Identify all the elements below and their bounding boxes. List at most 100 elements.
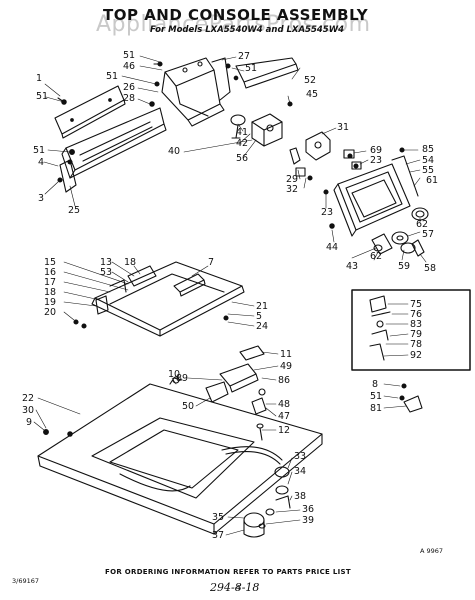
callout-92: 92 [410, 350, 423, 361]
callout-55: 55 [422, 165, 435, 176]
callout-31: 31 [337, 122, 350, 133]
knob-57-part [391, 231, 409, 245]
callout-85: 85 [422, 144, 435, 155]
lid-switch-parts [205, 345, 267, 441]
document-number: 3/69167 [12, 577, 40, 585]
callout-47: 47 [278, 411, 291, 422]
callout-8: 8 [372, 379, 379, 390]
callout-78: 78 [410, 339, 423, 350]
diagram-title: TOP AND CONSOLE ASSEMBLY [103, 6, 369, 24]
handwritten-note: 294-8-18 [210, 581, 260, 594]
console-front-part [59, 107, 167, 193]
callout-44: 44 [326, 242, 339, 253]
page-number: 4 [236, 584, 241, 592]
callout-61: 61 [426, 175, 439, 186]
callout-45: 45 [306, 89, 319, 100]
callout-54: 54 [422, 155, 435, 166]
switch-31-part [289, 131, 331, 165]
callout-43: 43 [346, 261, 359, 272]
callout-51: 51 [106, 71, 119, 82]
callout-42: 42 [236, 138, 249, 149]
console-bracket-part [161, 57, 231, 127]
callout-40: 40 [168, 146, 181, 157]
callout-16: 16 [44, 267, 57, 278]
callout-4: 4 [38, 157, 45, 168]
lower-hardware-screws [43, 429, 73, 437]
callout-21: 21 [256, 301, 269, 312]
callout-18: 18 [124, 257, 137, 268]
callout-11: 11 [280, 349, 293, 360]
callout-52: 52 [304, 75, 317, 86]
callout-57: 57 [422, 229, 435, 240]
callout-86: 86 [278, 375, 291, 386]
diagram-reference-code: A 9967 [420, 547, 444, 555]
selector-frame-part [333, 155, 419, 237]
callout-49: 49 [280, 361, 293, 372]
callout-75: 75 [410, 299, 423, 310]
callout-35: 35 [212, 512, 225, 523]
callout-20: 20 [44, 307, 57, 318]
lid-part [91, 261, 245, 337]
callout-19: 19 [44, 297, 57, 308]
timer-part [251, 113, 283, 147]
callout-10: 10 [168, 369, 181, 380]
hose-part [221, 446, 283, 465]
lid-hinge-parts [73, 265, 229, 329]
pump-parts-33-39 [243, 466, 291, 538]
callout-38: 38 [294, 491, 307, 502]
callout-51: 51 [245, 63, 258, 74]
callout-1: 1 [36, 73, 43, 84]
leader-lines [33, 55, 427, 536]
callout-51: 51 [33, 145, 46, 156]
callout-27: 27 [238, 51, 251, 62]
callout-18: 18 [44, 287, 57, 298]
callout-24: 24 [256, 321, 269, 332]
callout-48: 48 [278, 399, 291, 410]
knob-59-58-part [400, 239, 425, 257]
callout-33: 33 [294, 451, 307, 462]
callout-79: 79 [410, 329, 423, 340]
callout-37: 37 [212, 530, 225, 541]
callout-34: 34 [294, 466, 307, 477]
callout-7: 7 [208, 257, 215, 268]
console-panel-part [54, 85, 126, 139]
cabinet-top-part [37, 376, 323, 535]
callout-76: 76 [410, 309, 423, 320]
knob-43-62-part [371, 233, 393, 255]
callout-69: 69 [370, 145, 383, 156]
callout-12: 12 [278, 425, 291, 436]
callout-51: 51 [123, 50, 136, 61]
callout-41: 41 [236, 127, 249, 138]
callout-22: 22 [22, 393, 35, 404]
watermark: AppliancePartsPros.com [96, 12, 371, 37]
hardware-screws [57, 61, 405, 229]
callout-17: 17 [44, 277, 57, 288]
callout-46: 46 [123, 61, 136, 72]
lid-handle-part [173, 273, 206, 297]
callout-51: 51 [370, 391, 383, 402]
callout-26: 26 [123, 82, 136, 93]
callout-89: 89 [176, 373, 189, 384]
callout-3: 3 [38, 193, 45, 204]
callout-28: 28 [123, 93, 136, 104]
knob-41-part [230, 114, 246, 139]
callout-9: 9 [26, 417, 33, 428]
callout-36: 36 [302, 504, 315, 515]
callout-81: 81 [370, 403, 383, 414]
callout-83: 83 [410, 319, 423, 330]
inset-parts-box [351, 289, 471, 371]
rear-bracket-part [235, 57, 299, 89]
callout-23: 23 [321, 207, 334, 218]
callout-50: 50 [182, 401, 195, 412]
callout-13: 13 [100, 257, 113, 268]
callout-51: 51 [36, 91, 49, 102]
callout-5: 5 [256, 311, 263, 322]
clip-8-51-81-parts [399, 383, 423, 413]
callout-58: 58 [424, 263, 437, 274]
callout-32: 32 [286, 184, 299, 195]
ordering-note: FOR ORDERING INFORMATION REFER TO PARTS … [105, 568, 351, 576]
callout-39: 39 [302, 515, 315, 526]
callout-29: 29 [286, 174, 299, 185]
